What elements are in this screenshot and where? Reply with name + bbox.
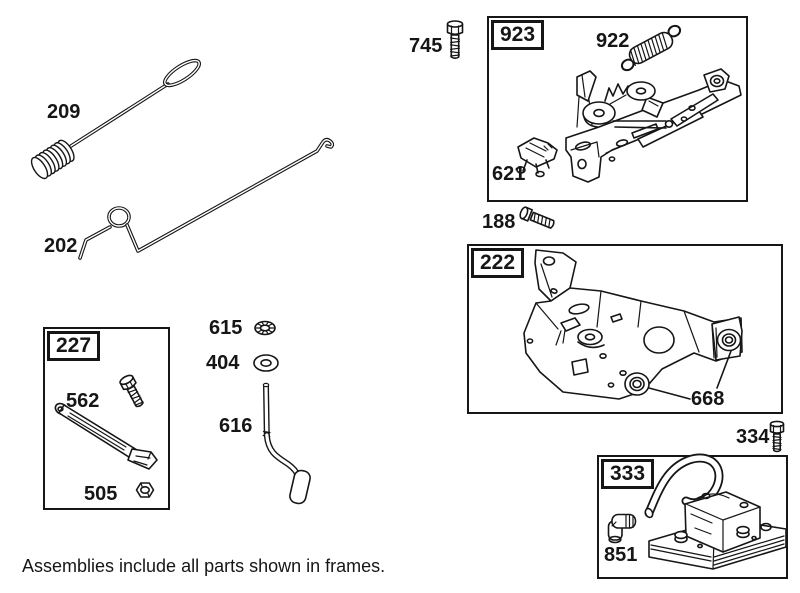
part-label-505: 505: [84, 483, 118, 505]
nut-505-drawing: [135, 482, 155, 498]
bolt-745-drawing: [446, 20, 464, 60]
footer-note: Assemblies include all parts shown in fr…: [22, 556, 386, 576]
part-label-209: 209: [47, 101, 81, 123]
clip-621-drawing: [516, 137, 558, 178]
part-label-202: 202: [44, 235, 78, 257]
spring-209-drawing: [30, 58, 202, 180]
frame-923: 923: [487, 16, 748, 202]
spring-922-drawing: [620, 24, 682, 72]
part-label-922: 922: [596, 30, 630, 52]
elbow-851-drawing: [607, 513, 637, 544]
part-label-562: 562: [66, 390, 100, 412]
bolt-562-drawing: [119, 374, 144, 408]
bracket-222-drawing: [523, 249, 743, 400]
crank-616-drawing: [262, 382, 311, 505]
frame-227: 227: [43, 327, 170, 510]
ignition-coil-333-drawing: [644, 453, 787, 570]
frame-222-tag: 222: [471, 248, 525, 278]
part-label-404: 404: [206, 352, 240, 374]
rod-202-drawing: [78, 137, 335, 260]
frame-333: 333: [597, 455, 788, 579]
part-label-616: 616: [219, 415, 253, 437]
bolt-188-drawing: [519, 206, 555, 229]
bolt-334-drawing: [769, 420, 785, 453]
grommet-668-leader-lines: [648, 350, 732, 400]
frame-222: 222: [467, 244, 783, 414]
part-label-334: 334: [736, 426, 770, 448]
part-label-615: 615: [209, 317, 243, 339]
frame-333-tag: 333: [601, 459, 655, 489]
lever-562-drawing: [54, 402, 158, 470]
part-label-668: 668: [691, 388, 725, 410]
washer-404-drawing: [253, 354, 279, 372]
frame-923-tag: 923: [491, 20, 545, 50]
part-label-621: 621: [492, 163, 526, 185]
part-label-745: 745: [409, 35, 443, 57]
part-label-188: 188: [482, 211, 516, 233]
part-label-851: 851: [604, 544, 638, 566]
pushnut-615-drawing: [254, 320, 276, 336]
frame-227-tag: 227: [47, 331, 101, 361]
control-bracket-923-drawing: [565, 68, 742, 183]
